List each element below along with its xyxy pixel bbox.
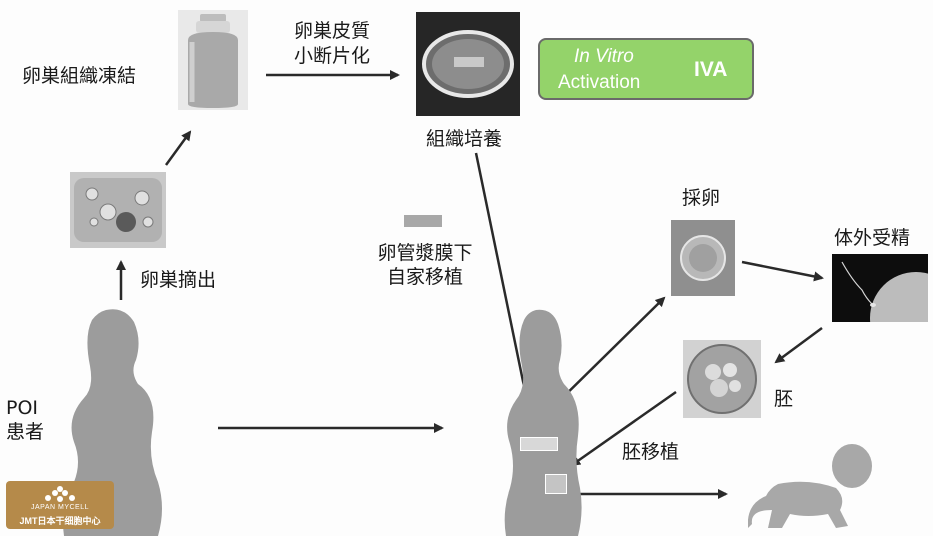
arrow-ivf-to-embryo: [774, 326, 823, 364]
iva-abbreviation: IVA: [694, 58, 728, 81]
label-cortex-line1: 卵巣皮質: [293, 20, 370, 42]
petri-dish-icon: [416, 12, 520, 116]
label-culture: 組織培養: [426, 128, 503, 150]
tissue-fragment-icon: [404, 215, 442, 227]
uterus-embryo-marker: [545, 474, 567, 494]
iva-line2: Activation: [558, 72, 641, 93]
label-freeze: 卵巣組織凍結: [22, 65, 137, 87]
label-transplant-line1: 卵管漿膜下: [377, 242, 473, 264]
woman-silhouette-icon: [63, 309, 162, 536]
arrow-oocyte-to-ivf: [741, 260, 824, 282]
logo-name: JMT日本干细胞中心: [19, 516, 101, 526]
label-egg-retrieval: 採卵: [682, 187, 721, 209]
label-ivf: 体外受精: [834, 227, 911, 249]
label-transplant-line2: 自家移植: [386, 266, 463, 288]
label-patient-line1: POI: [6, 397, 39, 419]
label-patient-line2: 患者: [6, 421, 45, 443]
iva-box: In Vitro Activation IVA: [538, 38, 754, 100]
logo-brand: JAPAN MYCELL: [31, 504, 89, 511]
blastocyst-icon: [683, 340, 761, 418]
label-cortex-line2: 小断片化: [293, 45, 370, 67]
logo-mark-icon: [45, 486, 75, 502]
jmt-logo: JAPAN MYCELL JMT日本干细胞中心: [6, 481, 114, 529]
cryo-tank-icon: [178, 10, 248, 110]
sperm-egg-icon: [832, 254, 928, 322]
label-embryo-transfer: 胚移植: [622, 441, 680, 463]
arrow-culture-to-body: [474, 152, 536, 427]
ovary-section-icon: [70, 172, 166, 248]
ovary-graft-marker: [520, 437, 558, 451]
oocyte-icon: [671, 220, 735, 296]
baby-silhouette-icon: [748, 444, 872, 528]
label-embryo: 胚: [774, 388, 794, 410]
patient-body-silhouette: [504, 309, 582, 536]
iva-line1: In Vitro: [574, 46, 634, 67]
arrow-embryo-to-body: [570, 390, 677, 467]
label-ovary-retrieval: 卵巣摘出: [140, 269, 217, 291]
arrow-ovary-to-tank: [164, 130, 192, 166]
